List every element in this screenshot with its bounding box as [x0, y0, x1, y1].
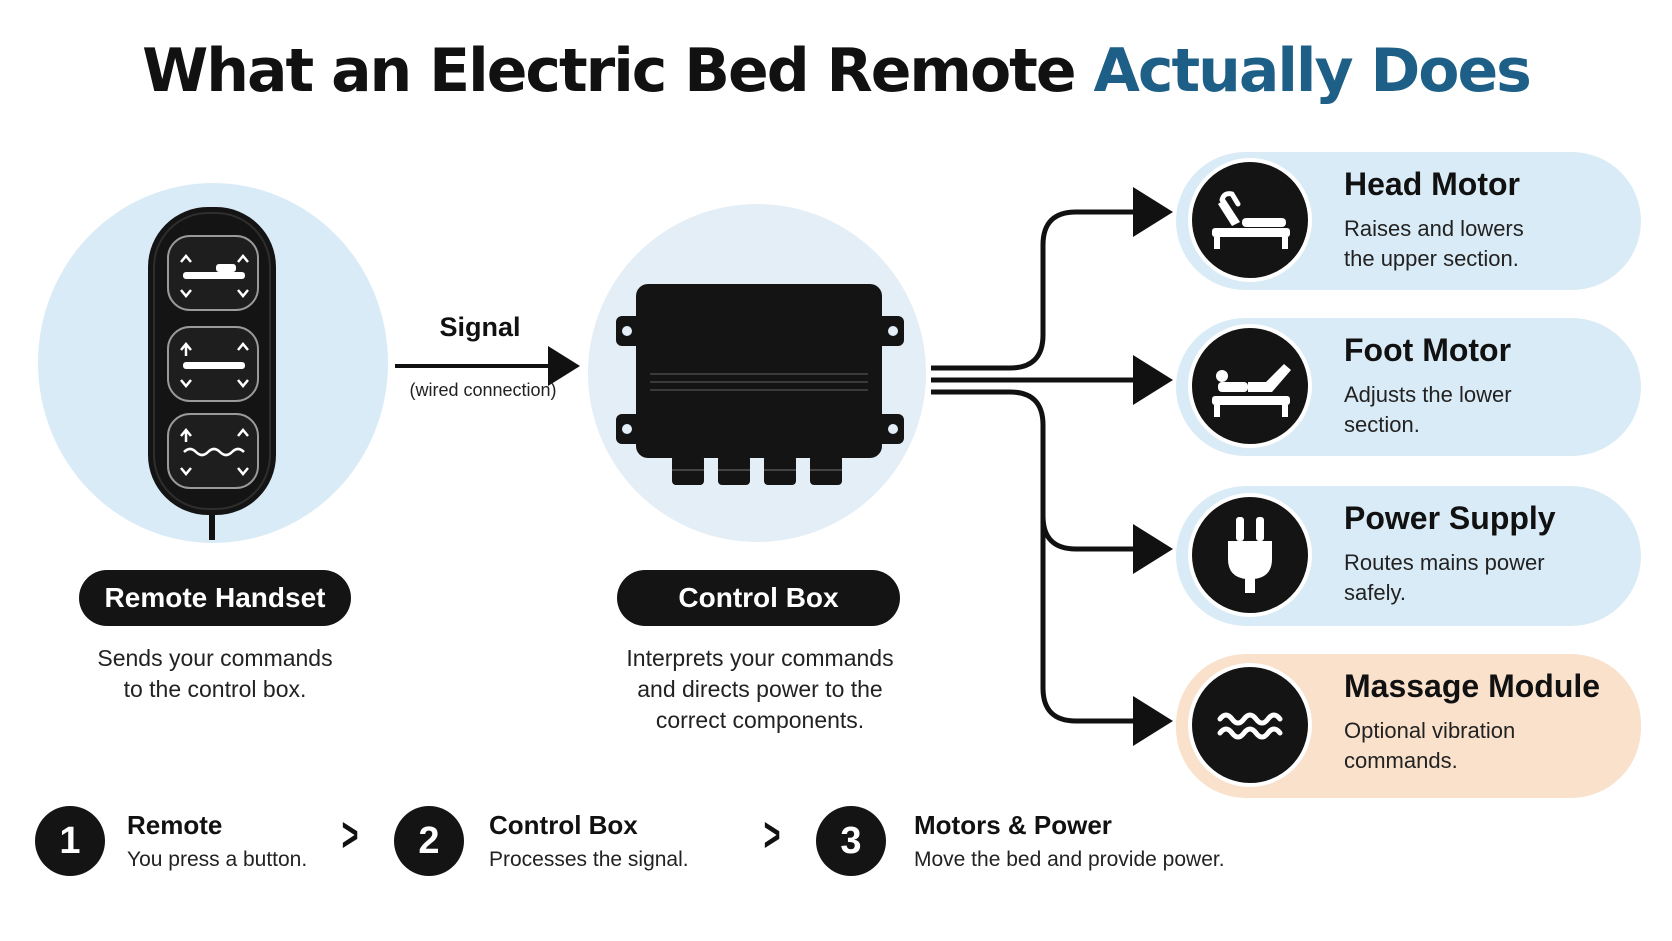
output-title: Foot Motor — [1344, 332, 1512, 368]
head-motor-card: Head Motor Raises and lowers the upper s… — [1176, 152, 1641, 290]
chevron-right-icon: > — [763, 809, 781, 862]
step-title: Motors & Power — [914, 810, 1112, 840]
step-number: 2 — [394, 806, 464, 876]
step-number: 3 — [816, 806, 886, 876]
output-text: Raises and lowers the upper section. — [1344, 214, 1624, 274]
output-text-line: commands. — [1344, 748, 1458, 773]
output-text-line: section. — [1344, 412, 1420, 437]
remote-handset-icon — [148, 207, 276, 540]
output-connectors — [931, 187, 1173, 746]
step-title: Remote — [127, 810, 223, 840]
output-text-line: Raises and lowers — [1344, 216, 1524, 241]
title-accent: Actually Does — [1093, 36, 1531, 106]
signal-sublabel: (wired connection) — [409, 380, 557, 400]
output-text-line: the upper section. — [1344, 246, 1519, 271]
step-title: Control Box — [489, 810, 638, 840]
output-text-line: Optional vibration — [1344, 718, 1516, 743]
bed-head-raised-icon — [1188, 158, 1312, 282]
output-text-line: safely. — [1344, 580, 1406, 605]
output-title: Power Supply — [1344, 500, 1556, 536]
massage-module-card: Massage Module Optional vibration comman… — [1176, 654, 1641, 798]
control-box-desc-line: Interprets your commands — [626, 645, 894, 671]
remote-desc-line: Sends your commands — [97, 645, 333, 671]
power-supply-card: Power Supply Routes mains power safely. — [1176, 486, 1641, 626]
output-text-line: Adjusts the lower — [1344, 382, 1512, 407]
title-main: What an Electric Bed Remote — [142, 36, 1076, 106]
step-text: Processes the signal. — [489, 848, 689, 871]
control-box-desc-line: correct components. — [655, 707, 865, 733]
control-box-label: Control Box — [617, 570, 900, 626]
step-text: You press a button. — [127, 848, 308, 871]
output-title: Head Motor — [1344, 166, 1520, 202]
control-box-icon — [616, 284, 904, 485]
step-text: Move the bed and provide power. — [914, 848, 1225, 871]
control-box-description: Interprets your commands and directs pow… — [590, 643, 930, 736]
control-box-desc-line: and directs power to the — [637, 676, 883, 702]
page-title: What an Electric Bed Remote Actually Doe… — [0, 36, 1672, 106]
chevron-right-icon: > — [341, 809, 359, 862]
foot-motor-card: Foot Motor Adjusts the lower section. — [1176, 318, 1641, 456]
wave-icon — [1188, 663, 1312, 787]
remote-desc-line: to the control box. — [123, 676, 307, 702]
output-text: Adjusts the lower section. — [1344, 380, 1624, 440]
output-text: Routes mains power safely. — [1344, 548, 1624, 608]
output-title: Massage Module — [1344, 668, 1601, 704]
bed-foot-raised-icon — [1188, 324, 1312, 448]
remote-handset-label: Remote Handset — [79, 570, 351, 626]
output-text-line: Routes mains power — [1344, 550, 1545, 575]
signal-label: Signal — [439, 312, 521, 342]
step-number: 1 — [35, 806, 105, 876]
plug-icon — [1188, 493, 1312, 617]
output-text: Optional vibration commands. — [1344, 716, 1624, 776]
remote-description: Sends your commands to the control box. — [70, 643, 360, 705]
